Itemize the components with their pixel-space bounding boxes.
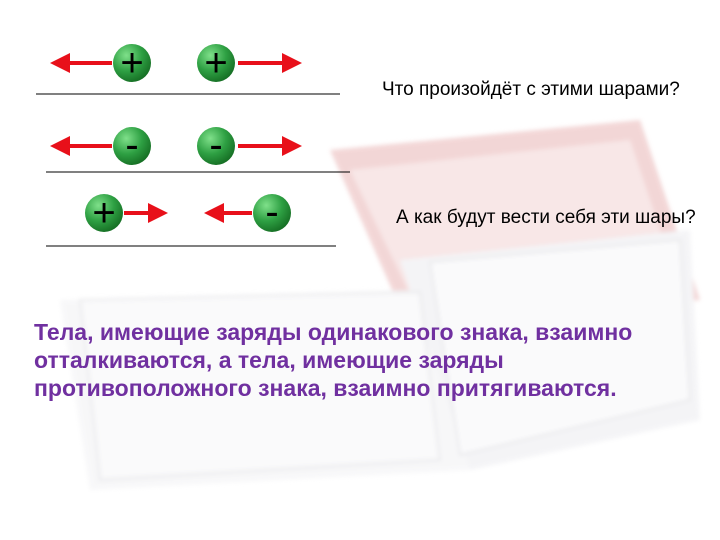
row1-ball-right: + — [197, 41, 235, 85]
row3-right-sign: - — [265, 190, 278, 234]
question-opposite-charges: А как будут вести себя эти шары? — [396, 207, 696, 228]
row1-ball-left: + — [113, 41, 151, 85]
row2-ball-right: - — [197, 123, 235, 167]
row1-left-sign: + — [120, 41, 143, 85]
question-same-charges: Что произойдёт с этими шарами? — [382, 79, 680, 100]
row3-left-sign: + — [92, 191, 115, 235]
row3-ball-right: - — [253, 190, 291, 234]
row2-right-sign: - — [209, 123, 222, 167]
row3-ball-left: + — [85, 191, 123, 235]
row1-right-sign: + — [204, 41, 227, 85]
conclusion-text: Тела, имеющие заряды одинакового знака, … — [34, 319, 633, 401]
row2-ball-left: - — [113, 123, 151, 167]
row2-left-sign: - — [125, 123, 138, 167]
